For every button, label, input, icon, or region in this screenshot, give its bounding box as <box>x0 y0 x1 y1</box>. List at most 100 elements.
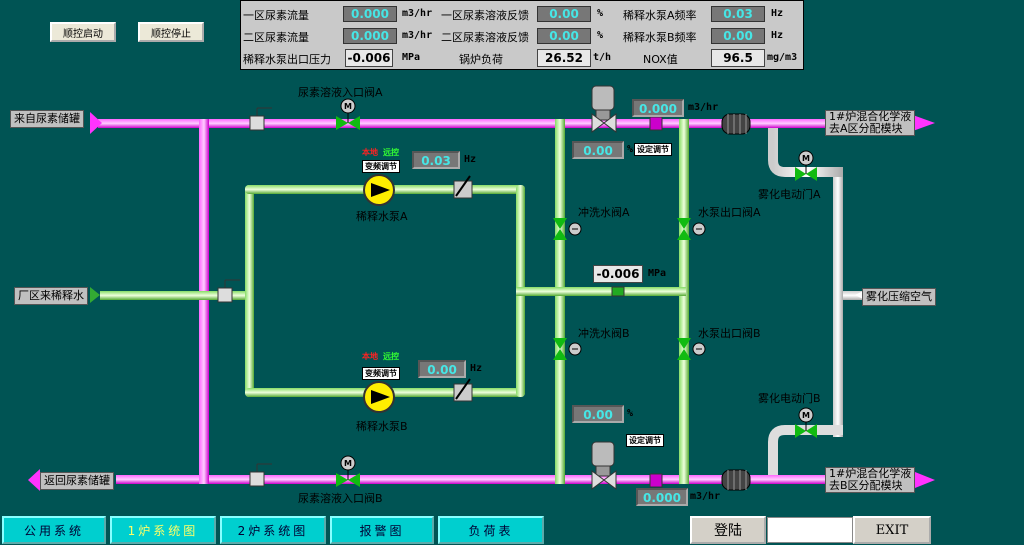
control-valve-b-icon[interactable] <box>591 441 617 490</box>
flow-a-unit: m3/hr <box>688 102 719 113</box>
valve-b-opening-value: 0.00 <box>572 405 624 423</box>
pump-b-frequency-value: 0.00 <box>418 360 466 378</box>
panel-label: 稀释水泵出口压力 <box>243 53 331 66</box>
panel-label: 一区尿素溶液反馈 <box>441 9 529 22</box>
login-button[interactable]: 登陆 <box>690 516 766 544</box>
panel-unit: Hz <box>771 8 784 19</box>
atomizing-valve-a-label: 雾化电动门A <box>758 188 821 201</box>
return-urea-tank-label: 返回尿素储罐 <box>40 472 114 490</box>
panel-label: 稀释水泵A频率 <box>623 9 697 22</box>
flush-valve-a-icon[interactable] <box>553 218 582 240</box>
flow-a-value: 0.000 <box>632 99 684 117</box>
atomizing-valve-a-icon[interactable]: M <box>795 150 817 181</box>
panel-value: 0.03 <box>711 6 765 22</box>
pump-b-icon[interactable] <box>363 381 395 413</box>
flush-pipe-left <box>555 119 565 484</box>
pump-a-local-indicator: 本地 <box>362 148 378 157</box>
flow-b-unit: m3/hr <box>690 491 721 502</box>
outlet-valve-a-icon[interactable] <box>677 218 706 240</box>
svg-text:M: M <box>802 411 810 420</box>
panel-value: 0.00 <box>537 6 591 22</box>
process-diagram: M M M M <box>28 85 935 491</box>
panel-label: 二区尿素流量 <box>243 31 309 44</box>
flow-b-value: 0.000 <box>636 488 688 506</box>
flush-valve-b-icon[interactable] <box>553 338 582 360</box>
panel-unit: Hz <box>771 30 784 41</box>
pump-a-icon[interactable] <box>363 174 395 206</box>
pump-a-vfd-button[interactable]: 变频调节 <box>362 160 400 173</box>
panel-value: 96.5 <box>711 49 765 67</box>
pressure-sensor-icon <box>611 286 625 297</box>
panel-unit: m3/hr <box>402 30 433 41</box>
pressure-value: -0.006 <box>593 265 643 283</box>
pressure-unit: MPa <box>648 268 667 279</box>
outlet-valve-a-label: 水泵出口阀A <box>698 206 761 219</box>
valve-b-opening-unit: % <box>627 408 634 419</box>
exit-button[interactable]: EXIT <box>853 516 931 544</box>
panel-unit: % <box>597 8 604 19</box>
pump-a-frequency-value: 0.03 <box>412 151 460 169</box>
flowmeter-a-icon <box>649 116 663 131</box>
plant-water-label: 厂区来稀释水 <box>14 287 88 305</box>
urea-bypass-pipe <box>199 119 209 484</box>
valve-a-adjust-button[interactable]: 设定调节 <box>634 143 672 156</box>
air-pipe <box>833 172 843 437</box>
check-valve-b-icon <box>453 378 473 402</box>
outlet-valve-b-icon[interactable] <box>677 338 706 360</box>
valve-a-opening-unit: % <box>627 144 634 155</box>
mixer-a-icon <box>721 113 751 135</box>
flush-valve-a-label: 冲洗水阀A <box>578 206 630 219</box>
pump-b-label: 稀释水泵B <box>356 420 408 433</box>
tab-boiler1-system[interactable]: 1炉系统图 <box>110 516 216 544</box>
seq-start-button[interactable]: 顺控启动 <box>50 22 116 42</box>
panel-label: 锅炉负荷 <box>459 53 503 66</box>
svg-text:M: M <box>802 154 810 163</box>
seq-stop-button[interactable]: 顺控停止 <box>138 22 204 42</box>
flowmeter-b-icon <box>649 473 663 488</box>
control-valve-a-icon[interactable] <box>591 85 617 133</box>
panel-unit: m3/hr <box>402 8 433 19</box>
mixer-b-icon <box>721 469 751 491</box>
pump-a-label: 稀释水泵A <box>356 210 408 223</box>
from-urea-tank-label: 来自尿素储罐 <box>10 110 84 128</box>
dest-a-label: 1#炉混合化学液 去A区分配模块 <box>825 110 916 136</box>
dest-b-label: 1#炉混合化学液 去B区分配模块 <box>825 467 916 493</box>
login-field[interactable] <box>767 517 853 543</box>
inlet-valve-b-icon[interactable]: M <box>336 455 360 487</box>
outlet-valve-b-label: 水泵出口阀B <box>698 327 761 340</box>
status-panel: 一区尿素流量 0.000 m3/hr 一区尿素溶液反馈 0.00 % 稀释水泵A… <box>240 0 804 70</box>
tab-load-table[interactable]: 负荷表 <box>438 516 544 544</box>
inlet-valve-a-label: 尿素溶液入口阀A <box>298 86 383 99</box>
manual-valve <box>249 107 272 131</box>
atomizing-valve-b-label: 雾化电动门B <box>758 392 821 405</box>
panel-unit: mg/m3 <box>767 52 798 63</box>
manual-valve <box>249 463 272 487</box>
panel-value: 26.52 <box>537 49 591 67</box>
svg-text:M: M <box>344 102 352 111</box>
atomizing-air-label: 雾化压缩空气 <box>862 288 936 306</box>
flush-pipe-right <box>679 119 689 484</box>
pump-b-vfd-button[interactable]: 变频调节 <box>362 367 400 380</box>
tab-common-system[interactable]: 公用系统 <box>2 516 106 544</box>
pump-b-remote-indicator: 远控 <box>383 352 399 361</box>
pump-a-remote-indicator: 远控 <box>383 148 399 157</box>
valve-b-adjust-button[interactable]: 设定调节 <box>626 434 664 447</box>
check-valve-a-icon <box>453 175 473 199</box>
panel-label: 稀释水泵B频率 <box>623 31 697 44</box>
valve-a-opening-value: 0.00 <box>572 141 624 159</box>
tab-alarm[interactable]: 报警图 <box>330 516 434 544</box>
panel-value: 0.00 <box>711 28 765 44</box>
panel-value: 0.000 <box>343 6 397 22</box>
svg-text:M: M <box>344 459 352 468</box>
urea-return-pipe <box>116 475 838 484</box>
urea-supply-pipe <box>98 119 838 128</box>
atomizing-valve-b-icon[interactable]: M <box>795 407 817 438</box>
plant-water-pipe <box>100 291 210 300</box>
pump-a-frequency-unit: Hz <box>464 154 477 165</box>
tab-boiler2-system[interactable]: 2炉系统图 <box>220 516 326 544</box>
panel-unit: t/h <box>593 52 612 63</box>
inlet-valve-a-icon[interactable]: M <box>336 98 360 130</box>
panel-label: NOX值 <box>643 53 678 66</box>
panel-unit: MPa <box>402 52 421 63</box>
flush-valve-b-label: 冲洗水阀B <box>578 327 630 340</box>
